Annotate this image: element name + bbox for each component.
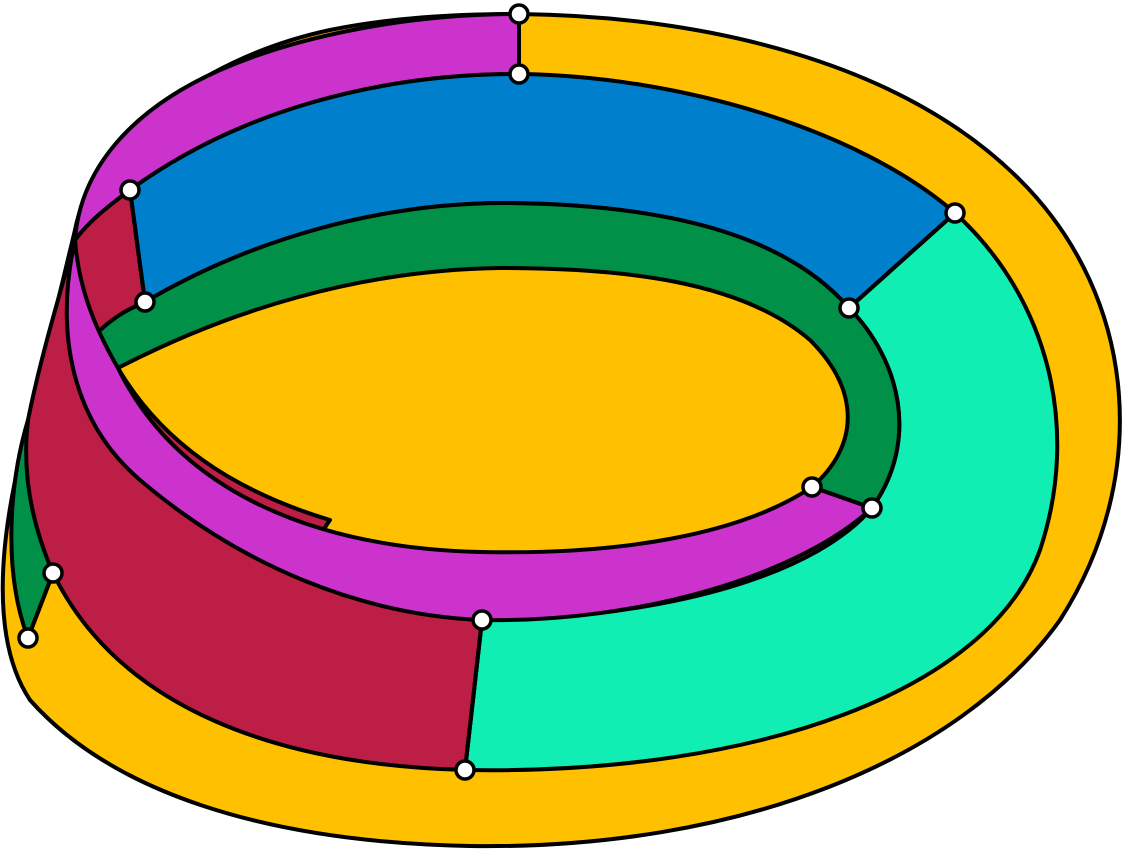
vertex <box>134 291 156 313</box>
seam-front <box>463 618 484 772</box>
vertex <box>454 759 476 781</box>
magenta-front-strip <box>64 238 874 623</box>
seam-right <box>847 211 957 310</box>
vertex <box>42 562 64 584</box>
vertex-group <box>17 3 966 781</box>
vertex <box>119 179 141 201</box>
seam-left <box>128 188 147 304</box>
vertex <box>801 476 823 498</box>
vertex <box>861 497 883 519</box>
vertex <box>838 297 860 319</box>
vertex <box>17 627 39 649</box>
vertex <box>508 63 530 85</box>
vertex <box>944 202 966 224</box>
vertex <box>471 609 493 631</box>
vertex <box>508 3 530 25</box>
seam-left-bottom <box>26 571 55 640</box>
green-panel <box>93 200 902 510</box>
